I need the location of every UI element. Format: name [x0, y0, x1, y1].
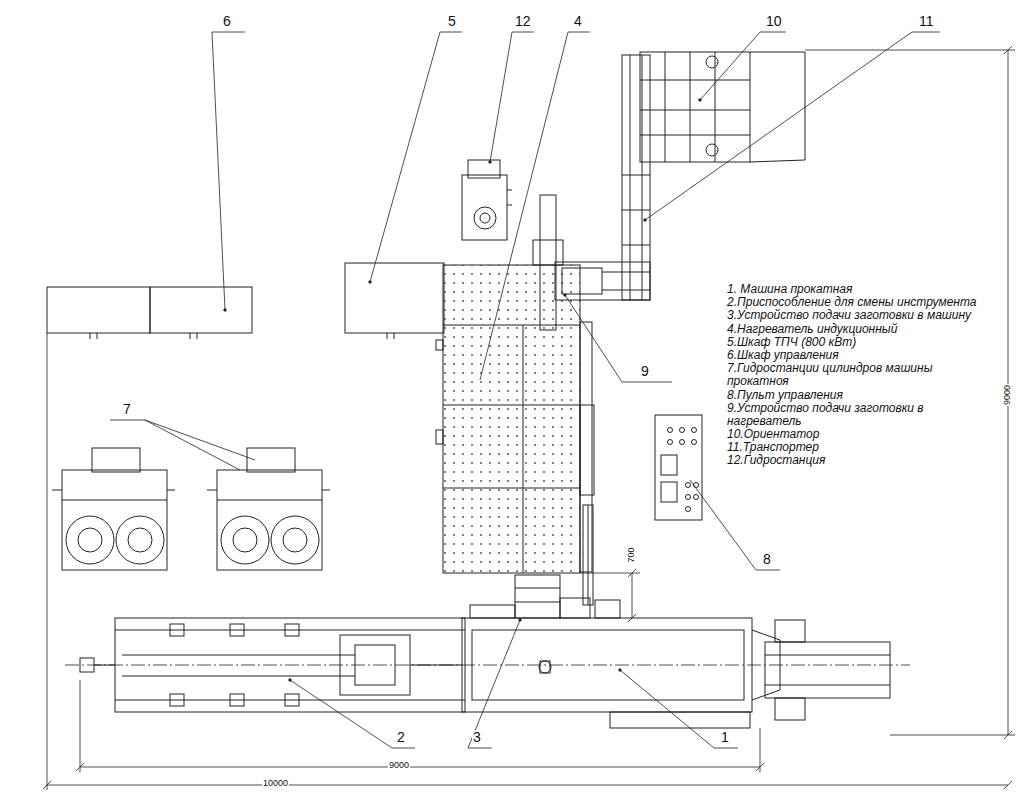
heater-feeder — [533, 195, 650, 330]
part-list-item: 11.Транспортер — [727, 441, 995, 454]
callout-number: 9 — [640, 364, 650, 379]
rolling-machine — [80, 575, 890, 728]
callout-number: 11 — [918, 14, 935, 29]
part-list-item: 3.Устройство подачи заготовки в машину — [727, 309, 995, 322]
dimension-lines — [43, 46, 1015, 790]
part-list-item: 9.Устройство подачи заготовки в нагреват… — [727, 402, 995, 428]
hydraulic-station — [52, 448, 330, 570]
part-list-item: 8.Пульт управления — [727, 389, 995, 402]
callout-number: 12 — [514, 14, 532, 29]
dimension-text: 9000 — [388, 761, 410, 771]
control-panel — [655, 415, 702, 520]
part-list-item: 10.Ориентатор — [727, 428, 995, 441]
part-list-item: 12.Гидростанция — [727, 454, 995, 467]
dimension-text: 9000 — [1003, 384, 1013, 406]
callout-number: 4 — [573, 14, 583, 29]
callout-number: 10 — [765, 14, 783, 29]
callout-number: 8 — [762, 552, 772, 567]
conveyor — [622, 55, 650, 300]
part-list-item: 7.Гидростанции цилиндров машины прокатно… — [727, 362, 995, 388]
orientator — [640, 52, 805, 162]
callout-number: 2 — [396, 730, 406, 745]
control-cabinet — [47, 287, 252, 339]
callout-number: 1 — [720, 730, 730, 745]
callout-number: 5 — [447, 14, 457, 29]
part-list-item: 2.Приспособление для смены инструмента — [727, 296, 995, 309]
part-list-item: 1. Машина прокатная — [727, 283, 995, 296]
part-list-item: 5.Шкаф ТПЧ (800 кВт) — [727, 336, 995, 349]
part-list-item: 4.Нагреватель индукционный — [727, 323, 995, 336]
center-line — [65, 665, 910, 666]
callout-number: 7 — [122, 402, 132, 417]
dimension-text: 10000 — [262, 779, 289, 789]
power-cabinet — [345, 263, 444, 339]
callout-number: 6 — [222, 14, 232, 29]
dimension-text: 700 — [627, 546, 637, 563]
part-list-item: 6.Шкаф управления — [727, 349, 995, 362]
induction-heater — [436, 265, 594, 605]
hydraulic-station — [462, 160, 512, 240]
callout-number: 3 — [472, 730, 482, 745]
